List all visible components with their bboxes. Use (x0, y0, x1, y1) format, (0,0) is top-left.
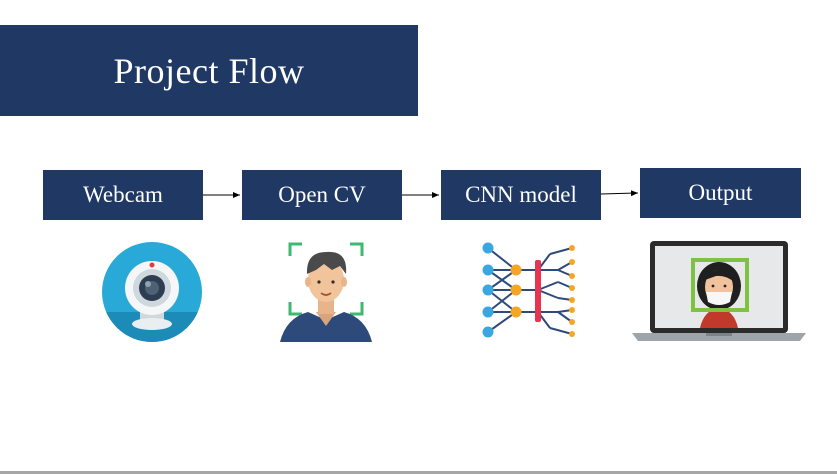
step-webcam: Webcam (43, 170, 203, 220)
step-opencv: Open CV (242, 170, 402, 220)
step-webcam-label: Webcam (83, 182, 163, 207)
bottom-divider (0, 471, 837, 474)
step-output-label: Output (688, 180, 753, 205)
webcam-icon (102, 242, 202, 342)
arrow-cnn-to-output (600, 190, 639, 197)
slide-title: Project Flow (113, 50, 305, 91)
step-cnn-model: CNN model (441, 170, 601, 220)
step-cnn-label: CNN model (465, 182, 577, 207)
title-banner: Project Flow (0, 25, 418, 116)
face-detection-icon (280, 242, 372, 342)
laptop-masked-face-icon (632, 241, 806, 341)
step-opencv-label: Open CV (278, 182, 366, 207)
neural-network-icon (482, 242, 575, 338)
step-output: Output (640, 168, 801, 218)
